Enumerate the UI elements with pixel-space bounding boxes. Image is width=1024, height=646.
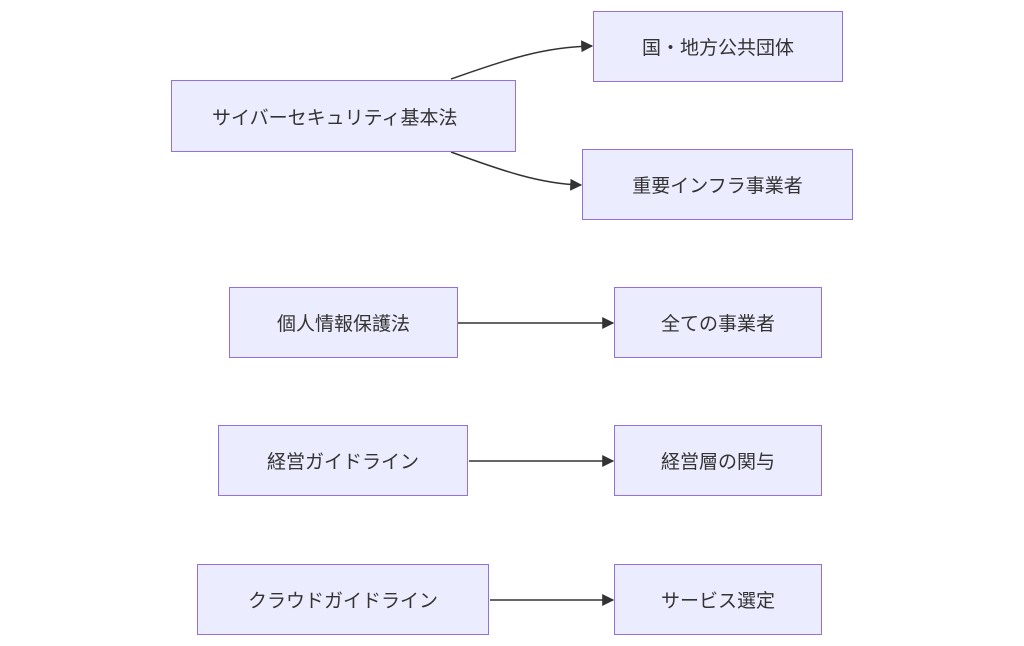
node-gov-local: 国・地方公共団体 — [593, 11, 843, 82]
node-mgmt-involvement: 経営層の関与 — [614, 425, 822, 496]
node-cyber-basic-law: サイバーセキュリティ基本法 — [171, 80, 516, 152]
edge-cyber-law-to-infra — [450, 151, 583, 191]
node-label: 全ての事業者 — [660, 313, 775, 335]
node-label: サービス選定 — [660, 590, 775, 612]
node-label: 経営ガイドライン — [266, 451, 419, 473]
node-label: 経営層の関与 — [660, 451, 775, 473]
node-label: クラウドガイドライン — [247, 590, 438, 612]
node-label: 国・地方公共団体 — [641, 37, 794, 59]
node-all-business: 全ての事業者 — [614, 287, 822, 358]
node-service-selection: サービス選定 — [614, 564, 822, 635]
edge-cyber-law-to-gov — [450, 40, 594, 80]
node-label: 重要インフラ事業者 — [632, 175, 803, 197]
node-privacy-law: 個人情報保護法 — [229, 287, 458, 358]
node-cloud-guideline: クラウドガイドライン — [197, 564, 489, 635]
node-label: サイバーセキュリティ基本法 — [212, 106, 458, 129]
node-label: 個人情報保護法 — [276, 313, 410, 335]
node-critical-infra: 重要インフラ事業者 — [582, 149, 853, 220]
node-mgmt-guideline: 経営ガイドライン — [218, 425, 468, 496]
